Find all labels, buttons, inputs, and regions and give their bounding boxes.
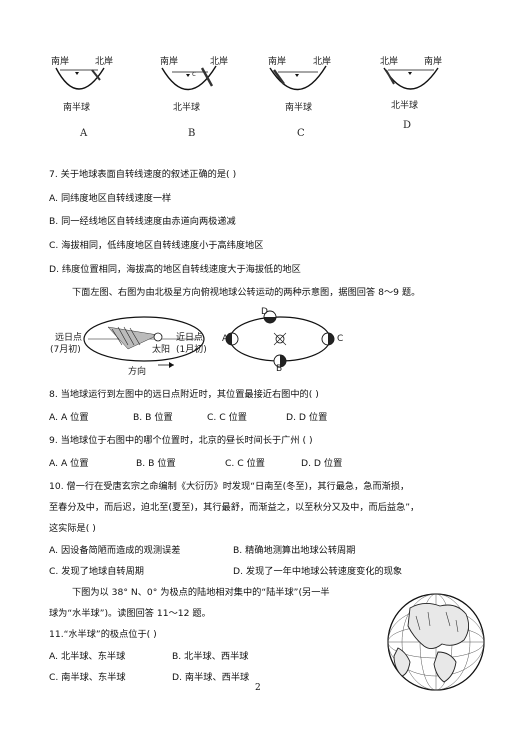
intro-11-12-line-2: 球为“水半球”)。读图回答 11～12 题。 [49, 608, 211, 619]
q10-option-c: C. 发现了地球自转周期 [49, 566, 144, 577]
orbit-sun-label: 太阳 [152, 345, 171, 355]
orbit-direction-label: 方向 [128, 367, 147, 377]
q7-option-d: D. 纬度位置相同，海拔高的地区自转线速度大于海拔低的地区 [49, 264, 301, 275]
orbit-near-label: 近日点 [176, 333, 204, 343]
fig-d-right-bank: 南岸 [424, 57, 443, 67]
orbit-pos-d: D [261, 307, 268, 317]
fig-a-hemisphere: 南半球 [63, 103, 91, 113]
fig-a-left-bank: 南岸 [51, 57, 70, 67]
fig-c-letter: C [297, 128, 305, 139]
orbit-pos-c: C [337, 334, 344, 344]
q7-option-b: B. 同一经线地区自转线速度由赤道向两极递减 [49, 216, 236, 227]
q10-line-3: 这实际是( ) [49, 523, 96, 534]
land-hemisphere-globe [387, 593, 485, 691]
intro-8-9: 下面左图、右图为由北极星方向俯视地球公转运动的两种示意图，据图回答 8～9 题。 [72, 287, 421, 298]
q7-option-a: A. 同纬度地区自转线速度一样 [49, 193, 172, 204]
orbit-pos-a: A [222, 334, 229, 344]
fig-b-left-bank: 南岸 [160, 57, 179, 67]
q10-line-1: 10. 僧一行在受唐玄宗之命编制《大衍历》时发现“日南至(冬至)，其行最急，急而… [49, 481, 410, 492]
orbit-diagram-right [225, 310, 335, 368]
q11-option-b: B. 北半球、西半球 [172, 651, 249, 662]
svg-text:c: c [192, 70, 196, 78]
fig-c-left-bank: 南岸 [268, 57, 287, 67]
orbit-far-label: 远日点 [55, 333, 83, 343]
q11-option-d: D. 南半球、西半球 [172, 672, 250, 683]
fig-d-hemisphere: 北半球 [391, 101, 419, 111]
q8-option-c: C. C 位置 [207, 412, 247, 423]
fig-d-letter: D [403, 120, 412, 131]
q11-stem: 11.“水半球”的极点位于( ) [49, 629, 157, 640]
fig-c-hemisphere: 南半球 [285, 103, 313, 113]
q10-line-2: 至春分及中，而后迟，迫北至(夏至)，其行最舒，而渐益之，以至秋分又及中，而后益急… [49, 502, 420, 513]
intro-11-12-line-1: 下图为以 38° N、0° 为极点的陆地相对集中的“陆半球”(另一半 [72, 587, 330, 598]
orbit-pos-b: B [276, 364, 283, 374]
river-profile-d [383, 67, 439, 90]
q7-stem: 7. 关于地球表面自转线速度的叙述正确的是( ) [49, 169, 237, 180]
fig-a-right-bank: 北岸 [95, 57, 114, 67]
fig-c-right-bank: 北岸 [313, 57, 332, 67]
fig-b-hemisphere: 北半球 [173, 103, 201, 113]
q7-option-c: C. 海拔相同，低纬度地区自转线速度小于高纬度地区 [49, 240, 264, 251]
river-profile-a [55, 67, 105, 90]
q10-option-a: A. 因设备简陋而造成的观测误差 [49, 545, 181, 556]
q8-option-a: A. A 位置 [49, 412, 89, 423]
orbit-diagram-left [83, 316, 205, 368]
river-profile-c [269, 65, 327, 91]
fig-b-letter: B [188, 128, 196, 139]
q9-option-c: C. C 位置 [225, 458, 265, 469]
orbit-far-month: (7月初) [50, 345, 81, 355]
orbit-near-month: (1月初) [176, 345, 207, 355]
q10-option-d: D. 发现了一年中地球公转速度变化的现象 [233, 566, 403, 577]
q8-option-d: D. D 位置 [286, 412, 328, 423]
q9-option-d: D. D 位置 [301, 458, 343, 469]
q9-stem: 9. 当地球位于右图中的哪个位置时，北京的昼长时间长于广州 ( ) [49, 435, 313, 446]
q11-option-c: C. 南半球、东半球 [49, 672, 126, 683]
fig-a-letter: A [80, 128, 88, 139]
page-number: 2 [255, 683, 261, 693]
q9-option-b: B. B 位置 [136, 458, 176, 469]
q11-option-a: A. 北半球、东半球 [49, 651, 126, 662]
q8-option-b: B. B 位置 [133, 412, 173, 423]
q9-option-a: A. A 位置 [49, 458, 89, 469]
fig-b-right-bank: 北岸 [210, 57, 229, 67]
q10-option-b: B. 精确地测算出地球公转周期 [233, 545, 356, 556]
q8-stem: 8. 当地球运行到左图中的远日点附近时，其位置最接近右图中的( ) [49, 389, 319, 400]
fig-d-left-bank: 北岸 [380, 57, 399, 67]
river-profile-b: c [161, 65, 217, 91]
